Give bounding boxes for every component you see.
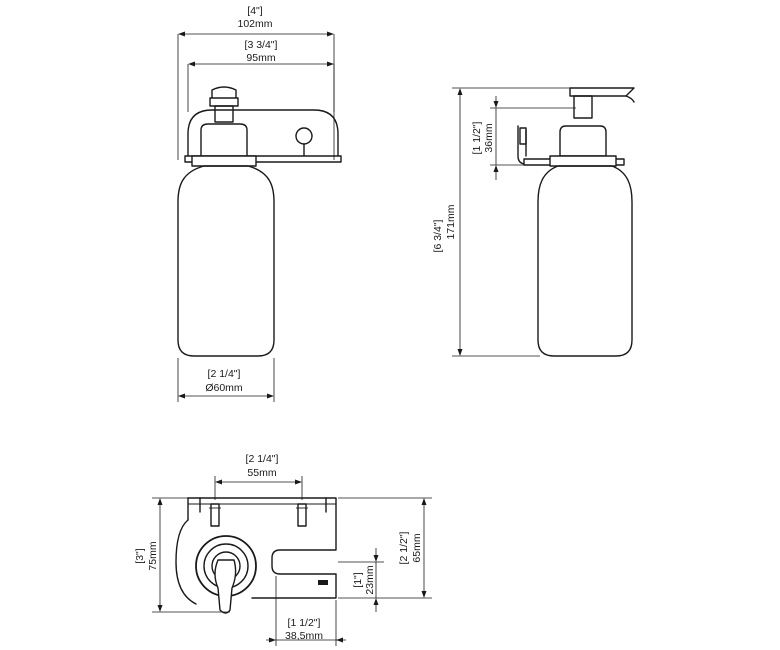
front-pump	[191, 86, 257, 167]
top-pump	[175, 519, 257, 614]
dim-diameter: [2 1/4"] Ø60mm	[177, 358, 275, 402]
mount-hole-left	[209, 503, 221, 527]
dim-height-inch: [6 3/4"]	[432, 219, 444, 252]
dim-bracket-width-mm: 95mm	[246, 52, 275, 64]
dim-total-width-inch: [4"]	[247, 5, 262, 17]
dim-projection: [1 1/2"] 38,5mm	[266, 576, 346, 646]
dim-plate-height-mm: 75mm	[147, 541, 159, 570]
dim-slot-offset: [1"] 23mm	[338, 548, 384, 612]
dim-bracket-width: [3 3/4"] 95mm	[187, 39, 335, 112]
dim-slot-height-mm: 65mm	[411, 533, 423, 562]
dim-total-width: [4"] 102mm	[177, 5, 335, 160]
dim-hole-spacing-inch: [2 1/4"]	[246, 453, 279, 465]
dim-slot-height: [2 1/2"] 65mm	[338, 497, 432, 599]
dim-height: [6 3/4"] 171mm	[432, 87, 570, 357]
top-view: [2 1/4"] 55mm [3"] 75mm [2 1/2"] 65mm	[134, 453, 432, 646]
dim-total-width-mm: 102mm	[237, 18, 272, 30]
dim-slot-height-inch: [2 1/2"]	[398, 531, 410, 564]
side-pump	[549, 87, 635, 167]
dim-plate-height-inch: [3"]	[134, 548, 146, 563]
front-view: [4"] 102mm [3 3/4"] 95mm [2 1/4"] Ø60mm	[177, 5, 342, 402]
dim-height-mm: 171mm	[445, 204, 457, 239]
mount-hole-right	[296, 503, 308, 527]
dim-diameter-inch: [2 1/4"]	[208, 368, 241, 380]
top-plate	[187, 497, 337, 599]
dim-plate-height: [3"] 75mm	[134, 497, 230, 613]
dim-slot-offset-inch: [1"]	[352, 572, 364, 587]
front-bottle	[177, 165, 275, 357]
dim-slot-offset-mm: 23mm	[364, 565, 376, 594]
side-bottle	[537, 165, 633, 357]
dim-hole-spacing-mm: 55mm	[247, 467, 276, 479]
dim-pump-height-mm: 36mm	[483, 123, 495, 152]
front-bracket	[184, 109, 342, 163]
dim-hole-spacing: [2 1/4"] 55mm	[214, 453, 303, 500]
dim-projection-inch: [1 1/2"]	[288, 617, 321, 629]
dim-projection-mm: 38,5mm	[285, 630, 323, 642]
dim-diameter-mm: Ø60mm	[205, 382, 243, 394]
logo-badge	[318, 580, 328, 585]
side-view: [6 3/4"] 171mm [1 1/2"] 36mm	[432, 87, 635, 357]
dim-bracket-width-inch: [3 3/4"]	[245, 39, 278, 51]
dim-pump-height: [1 1/2"] 36mm	[471, 96, 576, 180]
dim-pump-height-inch: [1 1/2"]	[471, 121, 483, 154]
